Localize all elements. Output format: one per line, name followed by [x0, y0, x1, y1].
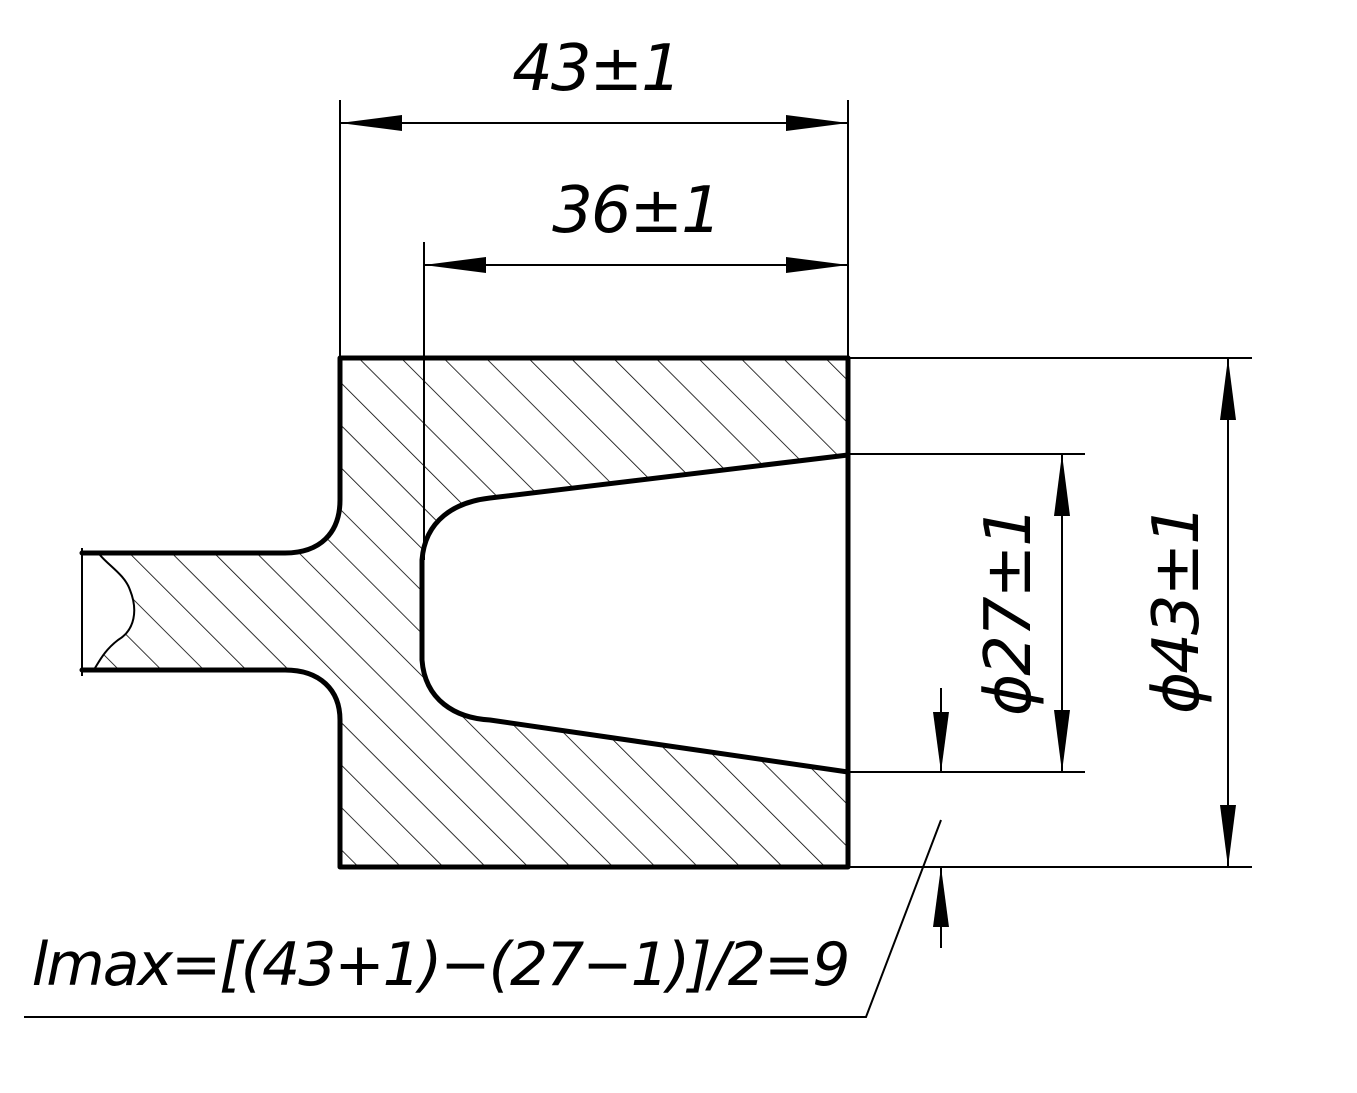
- dim-text-d27: ϕ27±1: [972, 508, 1046, 716]
- arrow-top-d27: [1054, 454, 1070, 516]
- part-outline: [79, 355, 851, 556]
- arrow-left-36: [424, 257, 486, 273]
- dim-text-d43: ϕ43±1: [1140, 506, 1214, 714]
- arrow-top-d43: [1220, 358, 1236, 420]
- part-outline-bottom: [79, 355, 851, 870]
- arrow-left-43: [340, 115, 402, 131]
- dim-text-43: 43±1: [512, 32, 680, 106]
- formula-text: lmax=[(43+1)−(27−1)]/2=9: [32, 930, 849, 1000]
- arrow-wall-bottom: [933, 867, 949, 927]
- arrow-right-43: [786, 115, 848, 131]
- part-section-hatch: [82, 358, 848, 867]
- break-region: [82, 555, 135, 668]
- arrow-bottom-d43: [1220, 805, 1236, 867]
- break-line: [94, 554, 136, 669]
- leader-line: [24, 819, 942, 1018]
- arrow-right-36: [786, 257, 848, 273]
- arrow-bottom-d27: [1054, 710, 1070, 772]
- arrow-wall-top: [933, 712, 949, 772]
- cavity-outline: [419, 452, 851, 775]
- dim-text-36: 36±1: [552, 174, 720, 248]
